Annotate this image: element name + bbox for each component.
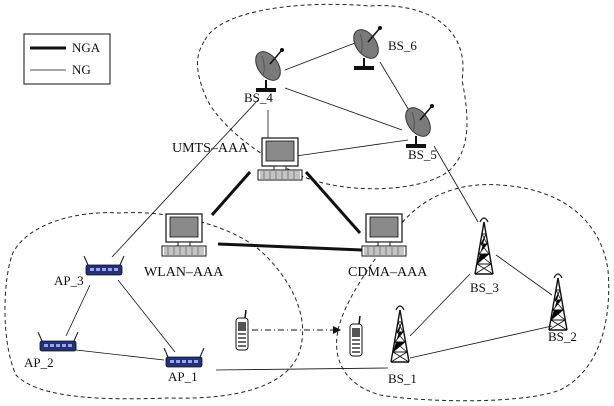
link-wlan-cdma: [217, 242, 363, 252]
ap1-icon: [163, 347, 205, 368]
legend-ng-label: NG: [72, 62, 91, 77]
bs2-label: BS_2: [548, 329, 577, 344]
umts-network-region: [197, 3, 468, 190]
legend-nga-label: NGA: [72, 40, 101, 55]
link-bs2-bs1: [409, 325, 553, 359]
wlan-aaa-server-icon: [161, 213, 207, 257]
ap2-label: AP_2: [24, 355, 54, 370]
link-bs4-bs5: [284, 87, 403, 131]
wlan-network-region: [4, 212, 304, 400]
bs5-dish-icon: [399, 102, 437, 149]
wlan-aaa-label: WLAN–AAA: [144, 265, 224, 280]
link-bs5-bs3: [433, 145, 479, 223]
link-ap3-ap2: [65, 284, 91, 337]
link-bs3-bs2: [495, 254, 553, 296]
link-umts-bs5: [295, 139, 409, 157]
link-ap2-ap1: [75, 349, 165, 361]
mobile-phone-target-icon: [349, 315, 363, 357]
umts-aaa-server-icon: [257, 137, 303, 181]
link-umts-wlan: [210, 171, 252, 216]
link-ap3-ap1: [117, 279, 176, 353]
bs3-label: BS_3: [470, 280, 499, 295]
ap1-label: AP_1: [168, 369, 198, 384]
link-umts-cdma: [304, 171, 362, 234]
umts-aaa-label: UMTS–AAA: [172, 141, 249, 156]
link-ap1-bs1: [215, 367, 389, 371]
ap3-label: AP_3: [54, 273, 84, 288]
link-bs6-bs5: [379, 61, 411, 113]
link-bs4-bs6: [284, 42, 356, 71]
bs6-dish-icon: [347, 24, 385, 71]
bs3-tower-icon: [474, 217, 494, 275]
legend-box: [23, 33, 111, 85]
bs4-dish-icon: [249, 46, 287, 93]
bs1-tower-icon: [390, 305, 410, 363]
bs1-label: BS_1: [388, 371, 417, 386]
bs6-label: BS_6: [388, 38, 417, 53]
legend: NGA NG: [23, 33, 111, 85]
cdma-aaa-label: CDMA–AAA: [348, 265, 428, 280]
bs4-label: BS_4: [244, 90, 273, 105]
bs5-label: BS_5: [408, 147, 437, 162]
link-bs3-bs1: [409, 273, 471, 337]
ap3-icon: [83, 255, 125, 276]
bs2-tower-icon: [548, 273, 568, 331]
cdma-aaa-server-icon: [361, 213, 407, 257]
ap2-icon: [37, 331, 79, 352]
mobile-phone-source-icon: [235, 309, 249, 351]
link-bs4-ap3: [111, 99, 259, 258]
